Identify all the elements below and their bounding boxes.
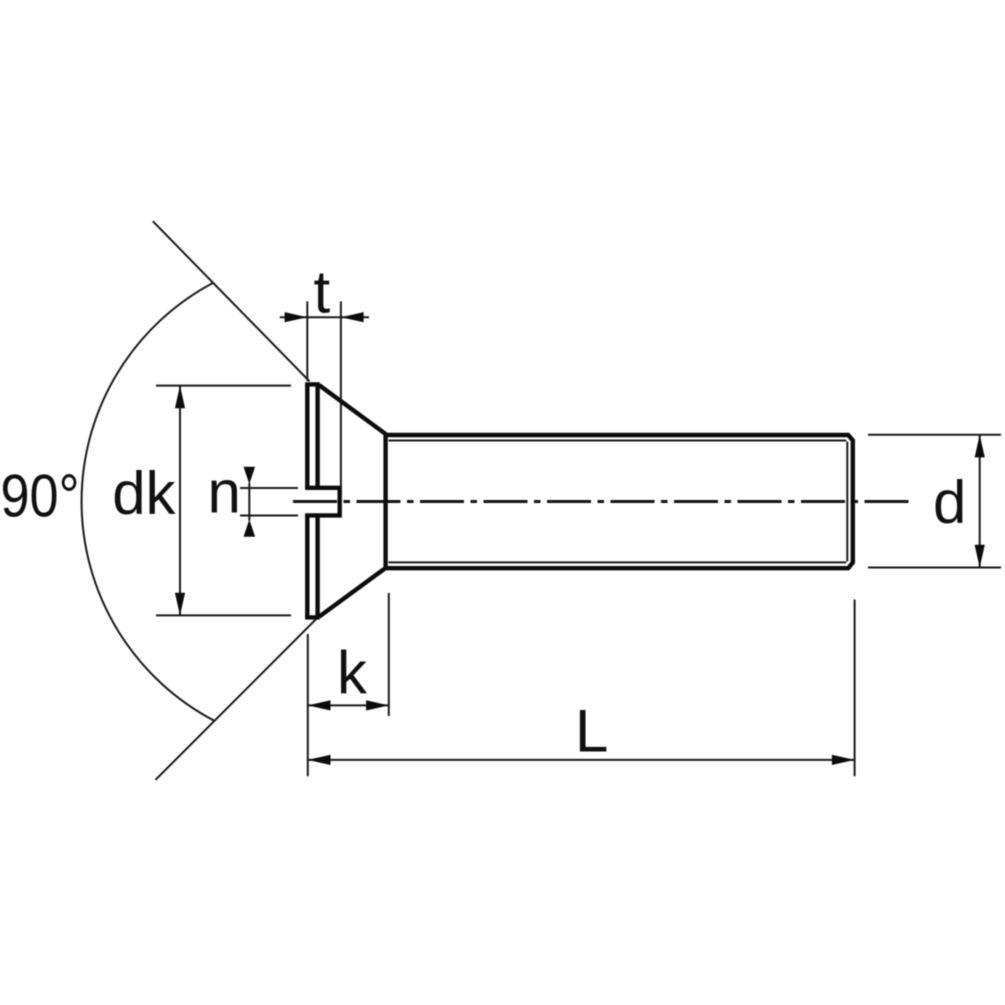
svg-text:90°: 90° xyxy=(1,463,80,530)
svg-text:L: L xyxy=(575,698,608,765)
svg-text:t: t xyxy=(313,259,330,326)
svg-text:k: k xyxy=(337,639,368,706)
svg-text:dk: dk xyxy=(112,460,176,527)
svg-text:d: d xyxy=(933,469,966,536)
svg-text:n: n xyxy=(208,459,241,526)
